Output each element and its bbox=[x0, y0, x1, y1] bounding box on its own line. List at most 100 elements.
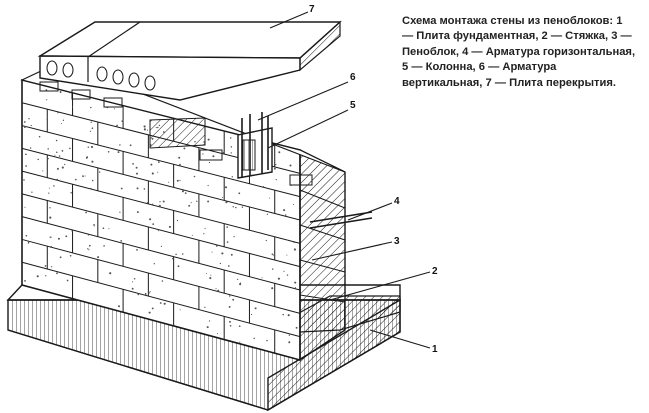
texture-dot bbox=[48, 177, 50, 180]
texture-dot bbox=[84, 175, 86, 177]
texture-dot bbox=[266, 339, 268, 342]
texture-dot bbox=[89, 130, 92, 132]
texture-dot bbox=[66, 279, 69, 282]
texture-dot bbox=[50, 245, 53, 249]
texture-dot bbox=[254, 307, 257, 310]
texture-dot bbox=[235, 206, 237, 209]
texture-dot bbox=[116, 124, 119, 127]
texture-dot bbox=[239, 341, 241, 343]
texture-dot bbox=[27, 242, 29, 244]
texture-dot bbox=[99, 171, 101, 173]
texture-dot bbox=[87, 248, 89, 250]
texture-dot bbox=[90, 187, 92, 190]
texture-dot bbox=[115, 217, 117, 220]
texture-dot bbox=[103, 245, 105, 247]
texture-dot bbox=[25, 234, 28, 237]
texture-dot bbox=[47, 158, 50, 160]
texture-dot bbox=[229, 137, 232, 139]
texture-dot bbox=[133, 277, 136, 280]
callout-3: 3 bbox=[394, 236, 400, 247]
texture-dot bbox=[151, 203, 154, 206]
texture-dot bbox=[225, 201, 228, 204]
texture-dot bbox=[59, 91, 62, 93]
texture-dot bbox=[270, 258, 272, 261]
texture-dot bbox=[129, 144, 132, 147]
texture-dot bbox=[210, 274, 212, 276]
texture-dot bbox=[29, 147, 32, 149]
texture-dot bbox=[172, 257, 174, 260]
texture-dot bbox=[87, 146, 90, 148]
texture-dot bbox=[232, 206, 234, 208]
texture-dot bbox=[284, 214, 287, 216]
texture-dot bbox=[91, 160, 94, 163]
texture-dot bbox=[136, 187, 139, 190]
texture-dot bbox=[203, 233, 205, 235]
texture-dot bbox=[222, 196, 224, 199]
texture-dot bbox=[62, 119, 65, 122]
texture-dot bbox=[85, 211, 87, 214]
texture-dot bbox=[176, 219, 179, 222]
texture-dot bbox=[196, 200, 198, 202]
texture-dot bbox=[224, 186, 228, 189]
caption-line: — Плита фундаментная, 2 — Стяжка, 3 — bbox=[402, 30, 632, 43]
texture-dot bbox=[50, 236, 52, 238]
callout-labels: 7 6 5 4 3 2 1 bbox=[309, 4, 438, 355]
block-joint bbox=[21, 147, 301, 221]
texture-dot bbox=[24, 206, 26, 208]
texture-dot bbox=[179, 163, 181, 166]
texture-dot bbox=[151, 172, 154, 175]
texture-dot bbox=[90, 121, 92, 124]
texture-dot bbox=[230, 152, 232, 154]
texture-dot bbox=[295, 326, 298, 329]
texture-dot bbox=[49, 216, 52, 219]
texture-dot bbox=[102, 227, 105, 230]
texture-dot bbox=[47, 128, 49, 130]
texture-dot bbox=[31, 191, 33, 193]
texture-dot bbox=[150, 163, 153, 166]
texture-dot bbox=[119, 144, 121, 146]
texture-dot bbox=[85, 157, 88, 159]
texture-dot bbox=[151, 307, 154, 310]
texture-dot bbox=[177, 265, 180, 268]
texture-dot bbox=[53, 185, 55, 187]
texture-dot bbox=[56, 167, 59, 170]
texture-dot bbox=[204, 228, 206, 230]
texture-dot bbox=[230, 146, 233, 148]
texture-dot bbox=[23, 125, 26, 128]
callout-6: 6 bbox=[350, 72, 356, 83]
texture-dot bbox=[56, 151, 58, 154]
texture-dot bbox=[292, 203, 295, 205]
texture-dot bbox=[237, 278, 239, 281]
texture-dot bbox=[65, 235, 68, 238]
texture-dot bbox=[91, 127, 94, 129]
texture-dot bbox=[262, 186, 265, 188]
texture-dot bbox=[132, 163, 134, 165]
texture-dot bbox=[69, 254, 72, 257]
texture-dot bbox=[93, 225, 95, 227]
texture-dot bbox=[181, 190, 184, 193]
texture-dot bbox=[118, 305, 120, 308]
texture-dot bbox=[157, 161, 160, 163]
texture-dot bbox=[215, 244, 218, 247]
texture-dot bbox=[120, 187, 123, 190]
texture-dot bbox=[175, 253, 177, 256]
texture-dot bbox=[148, 311, 151, 314]
texture-dot bbox=[163, 302, 166, 305]
texture-dot bbox=[87, 234, 89, 236]
horizontal-rebar bbox=[309, 211, 373, 229]
texture-dot bbox=[97, 256, 100, 259]
texture-dot bbox=[277, 277, 280, 280]
texture-dot bbox=[152, 223, 155, 226]
texture-dot bbox=[190, 202, 192, 204]
texture-dot bbox=[288, 334, 290, 336]
texture-dot bbox=[93, 224, 95, 226]
diagram-caption: Схема монтажа стены из пеноблоков: 1 — П… bbox=[402, 14, 642, 91]
texture-dot bbox=[233, 235, 235, 238]
caption-line: Пеноблок, 4 — Арматура горизонтальная, bbox=[402, 45, 636, 58]
texture-dot bbox=[288, 341, 291, 344]
texture-dot bbox=[207, 138, 210, 141]
block-joint bbox=[21, 193, 301, 268]
block-joint bbox=[21, 125, 301, 198]
